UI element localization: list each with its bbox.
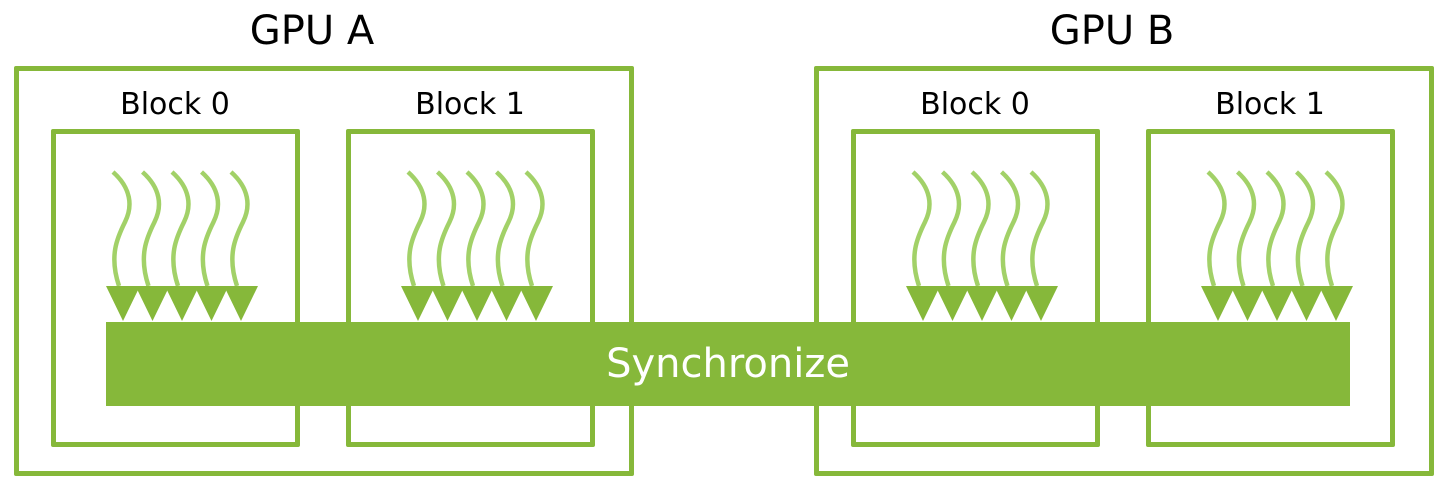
thread-squiggle [970, 170, 991, 287]
thread-squiggle [524, 170, 545, 287]
thread-squiggle [911, 170, 932, 287]
thread-arrowhead [194, 286, 229, 321]
thread-squiggle [1029, 170, 1050, 287]
thread-squiggle [170, 170, 191, 287]
gpu-b-block-0-threads [906, 170, 1058, 321]
gpu-a-block-0 [51, 129, 300, 447]
thread-arrowhead [935, 286, 970, 321]
thread-arrowhead [1201, 286, 1235, 321]
thread-arrowhead [1289, 286, 1324, 321]
thread-arrowhead [489, 286, 524, 321]
gpu-b-title: GPU B [1049, 8, 1175, 54]
thread-arrowhead [165, 286, 199, 321]
thread-squiggle [1206, 170, 1227, 287]
gpu-a-box [14, 66, 634, 476]
thread-arrowhead [994, 286, 1029, 321]
thread-squiggle [1235, 170, 1257, 287]
thread-arrowhead [460, 286, 494, 321]
thread-squiggle [406, 170, 427, 287]
gpu-a-block-1-threads [401, 170, 553, 321]
gpu-b-block-1-threads [1201, 170, 1353, 321]
gpu-a-title: GPU A [249, 8, 375, 54]
thread-squiggle [940, 170, 962, 287]
gpu-b-block-0-label: Block 0 [920, 87, 1030, 122]
thread-squiggle [494, 170, 516, 287]
thread-squiggle [140, 170, 162, 287]
thread-squiggle [465, 170, 486, 287]
thread-arrowhead [1024, 286, 1058, 321]
thread-squiggle [199, 170, 221, 287]
gpu-b-box [814, 66, 1434, 476]
thread-arrowhead [519, 286, 553, 321]
gpu-b-block-1-label: Block 1 [1215, 87, 1325, 122]
thread-arrowhead [965, 286, 999, 321]
thread-arrowhead [401, 286, 435, 321]
thread-arrowhead [1260, 286, 1294, 321]
thread-arrowhead [1230, 286, 1265, 321]
thread-squiggle [999, 170, 1021, 287]
thread-arrowhead [224, 286, 258, 321]
gpu-b-block-0 [851, 129, 1100, 447]
synchronize-label: Synchronize [606, 341, 850, 387]
thread-squiggle [1294, 170, 1316, 287]
thread-arrowhead [1319, 286, 1353, 321]
thread-squiggle [111, 170, 132, 287]
gpu-b-block-1 [1146, 129, 1395, 447]
thread-arrowhead [906, 286, 940, 321]
gpu-a-block-0-threads [106, 170, 258, 321]
thread-arrowhead [106, 286, 140, 321]
thread-squiggle [229, 170, 250, 287]
gpu-a-block-0-label: Block 0 [120, 87, 230, 122]
thread-squiggle [435, 170, 457, 287]
thread-arrowhead [430, 286, 465, 321]
thread-squiggle [1265, 170, 1286, 287]
thread-squiggle [1324, 170, 1345, 287]
gpu-a-block-1-label: Block 1 [415, 87, 525, 122]
gpu-a-block-1 [346, 129, 595, 447]
synchronize-bar: Synchronize [106, 322, 1350, 406]
thread-arrowhead [135, 286, 170, 321]
